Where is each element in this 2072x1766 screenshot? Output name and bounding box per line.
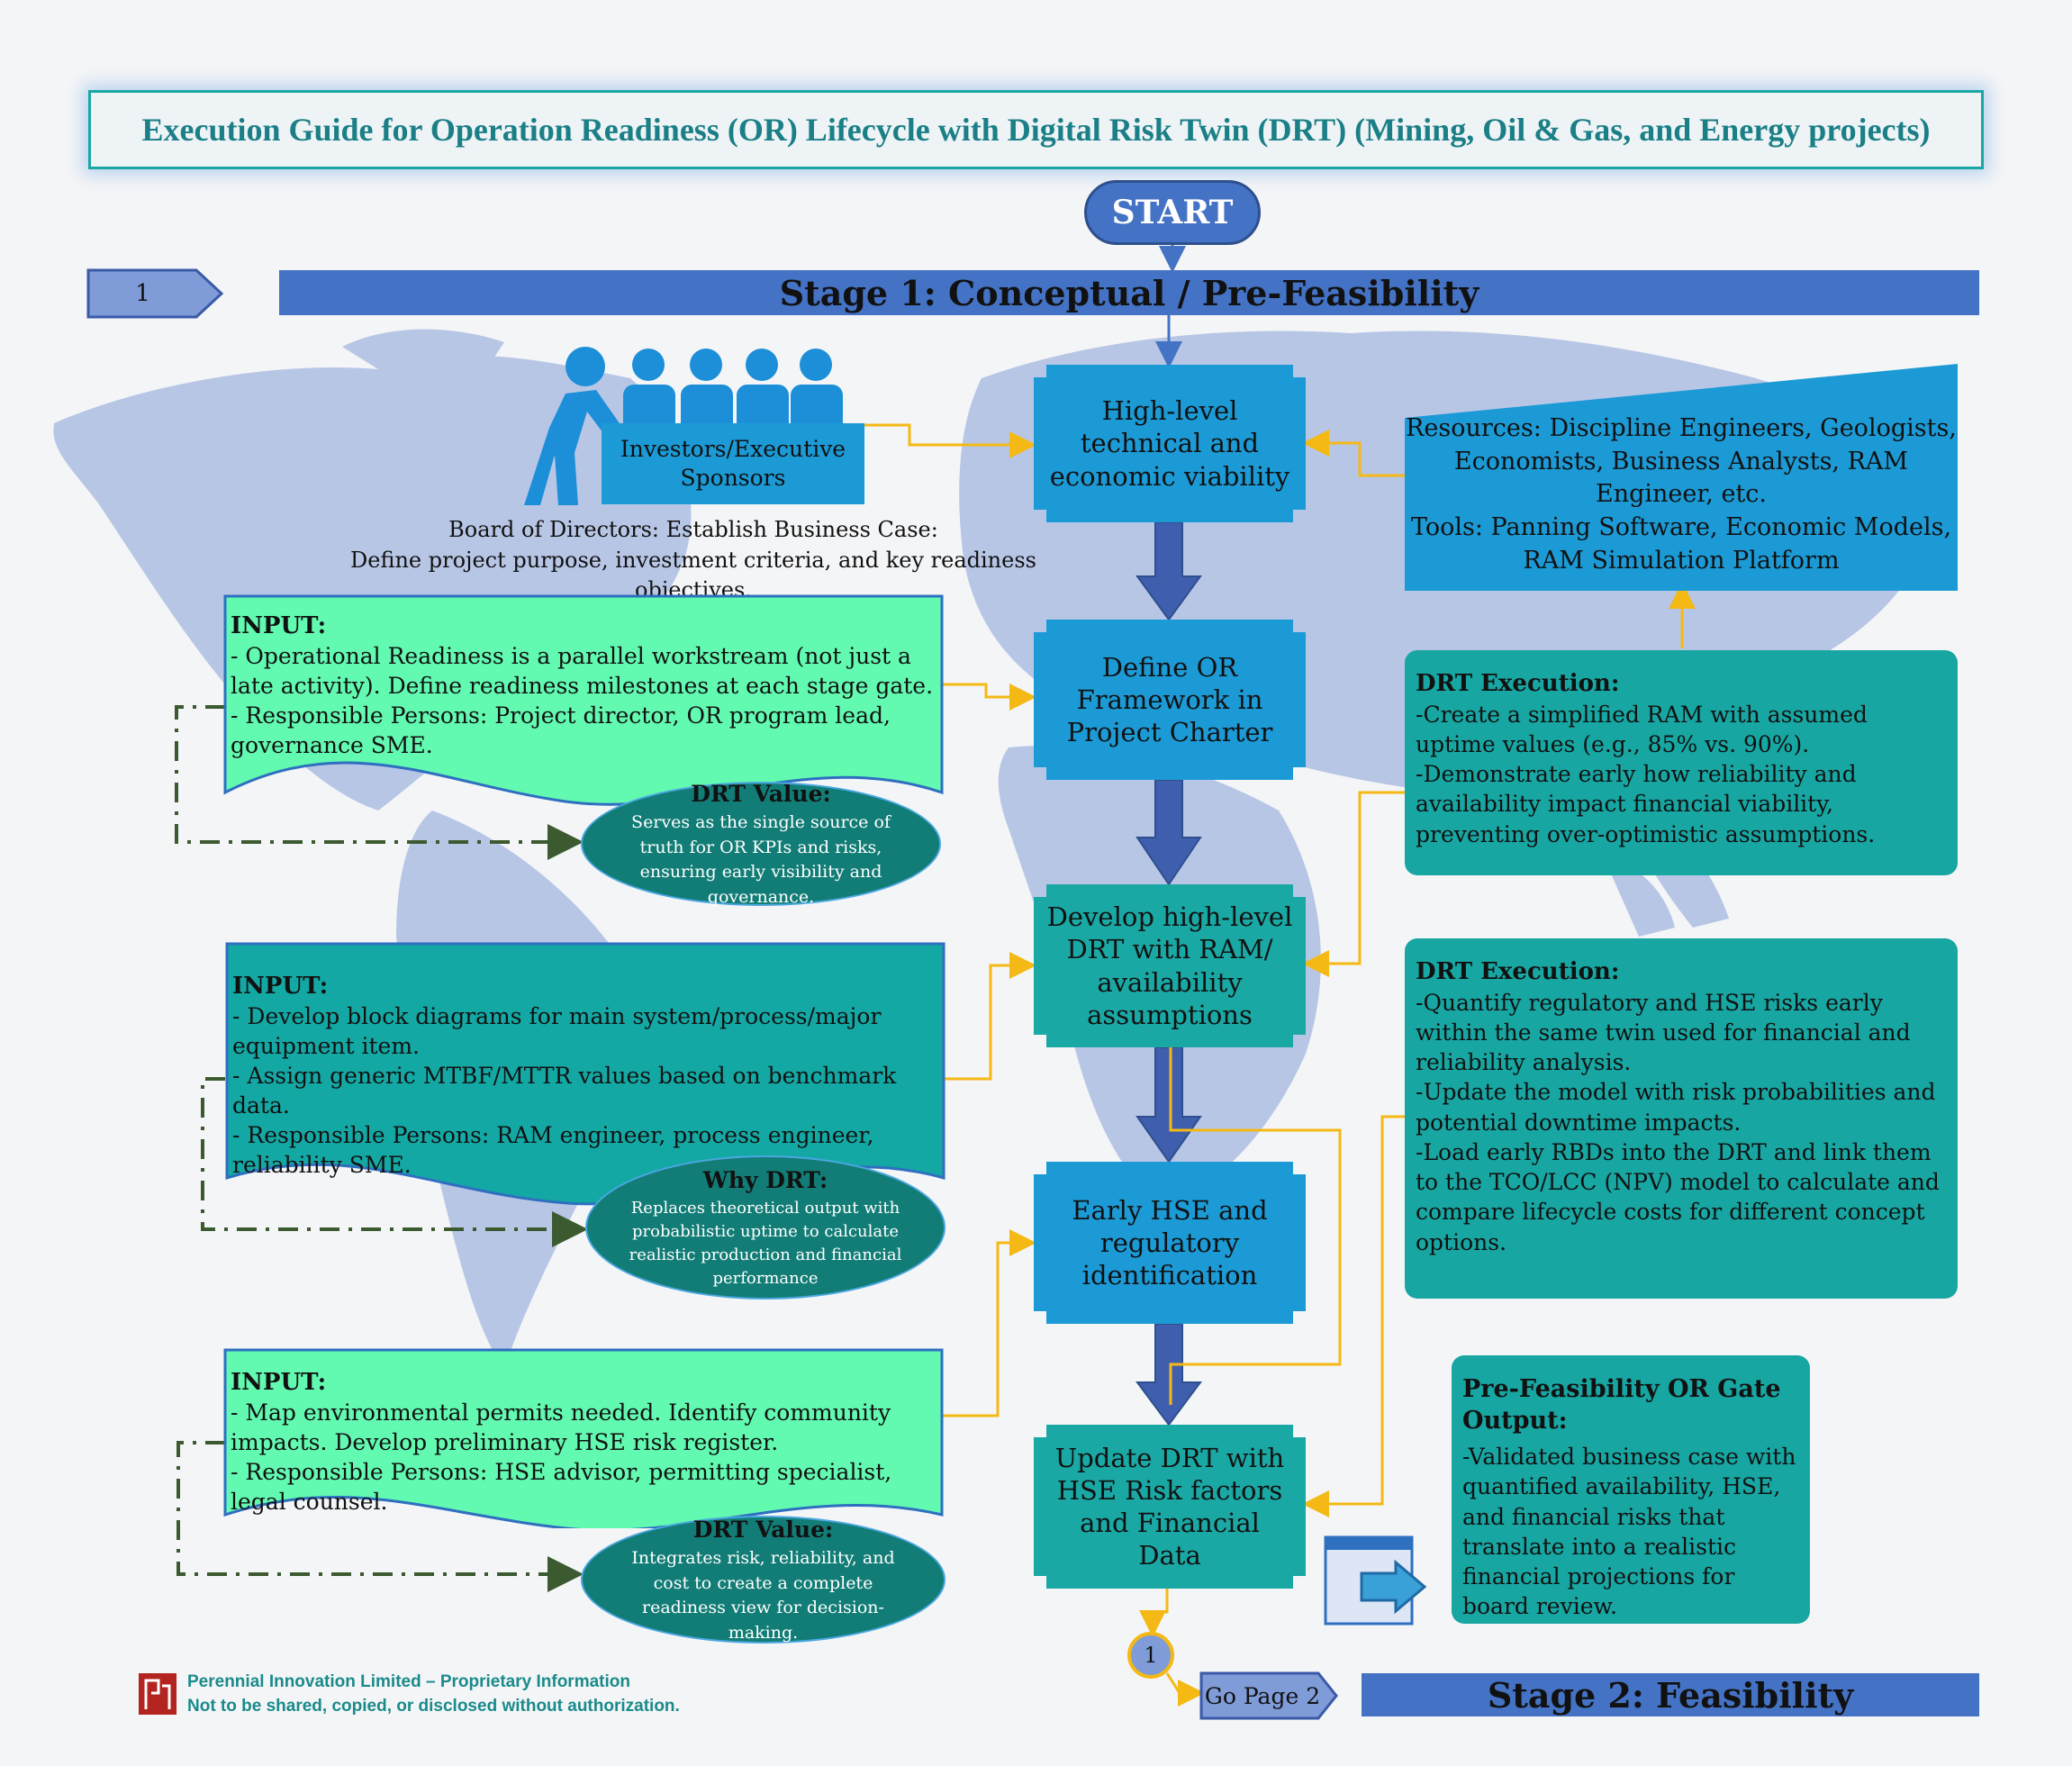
off-page-connector <box>1127 1632 1174 1679</box>
drt-execution-1: DRT Execution: -Create a simplified RAM … <box>1405 650 1958 875</box>
gate-output-box: Pre-Feasibility OR Gate Output: -Validat… <box>1452 1355 1810 1624</box>
resources-line-5: RAM Simulation Platform <box>1523 546 1840 575</box>
drt-execution-2: DRT Execution: -Quantify regulatory and … <box>1405 938 1958 1299</box>
input-3-heading: INPUT: <box>231 1369 327 1396</box>
drt-value-3-heading: DRT Value: <box>692 1516 834 1543</box>
step-develop-drt: Develop high-level DRT with RAM/ availab… <box>1034 884 1306 1047</box>
next-page-window-icon <box>1324 1535 1427 1626</box>
page-title: Execution Guide for Operation Readiness … <box>88 90 1984 169</box>
stage-1-bar: Stage 1: Conceptual / Pre-Feasibility <box>279 270 1979 315</box>
input-2-line-2: - Assign generic MTBF/MTTR values based … <box>232 1063 897 1119</box>
resources-line-3: Engineer, etc. <box>1595 480 1767 509</box>
drt-execution-1-line-2: -Demonstrate early how reliability and a… <box>1416 761 1876 847</box>
stage-1-number: 1 <box>135 280 150 307</box>
input-2-text: INPUT: - Develop block diagrams for main… <box>225 955 946 1180</box>
stage-1-marker <box>86 268 224 319</box>
drt-execution-1-heading: DRT Execution: <box>1416 670 1620 697</box>
footer-line-1: Perennial Innovation Limited – Proprieta… <box>187 1672 630 1691</box>
step-technical-viability: High-level technical and economic viabil… <box>1034 365 1306 522</box>
resources-line-4: Tools: Panning Software, Economic Models… <box>1410 513 1952 542</box>
go-page-2-link[interactable]: Go Page 2 <box>1204 1682 1321 1709</box>
drt-execution-1-line-1: -Create a simplified RAM with assumed up… <box>1416 701 1868 757</box>
drt-execution-2-line-1: -Quantify regulatory and HSE risks early… <box>1416 989 1911 1076</box>
why-drt-text: Replaces theoretical output with probabi… <box>629 1198 902 1289</box>
input-3-text: INPUT: - Map environmental permits neede… <box>223 1351 944 1517</box>
input-2-line-3: - Responsible Persons: RAM engineer, pro… <box>232 1122 874 1179</box>
footer-line-2: Not to be shared, copied, or disclosed w… <box>187 1697 680 1716</box>
drt-execution-2-line-3: -Load early RBDs into the DRT and link t… <box>1416 1138 1940 1255</box>
input-1-line-1: - Operational Readiness is a parallel wo… <box>231 643 934 700</box>
input-3-line-2: - Responsible Persons: HSE advisor, perm… <box>231 1459 892 1516</box>
board-text: Board of Directors: Establish Business C… <box>297 515 1090 606</box>
stage-2-bar: Stage 2: Feasibility <box>1362 1673 1979 1716</box>
gate-output-heading: Pre-Feasibility OR Gate Output: <box>1462 1375 1781 1435</box>
go-page-2-shape <box>1199 1671 1338 1720</box>
input-2-line-1: - Develop block diagrams for main system… <box>232 1003 882 1060</box>
input-1-shape <box>223 594 944 806</box>
why-drt-oval: Why DRT: Replaces theoretical output wit… <box>585 1155 946 1300</box>
input-3-shape <box>223 1348 944 1528</box>
board-text-line-1: Board of Directors: Establish Business C… <box>448 517 938 542</box>
input-2-heading: INPUT: <box>232 973 329 1000</box>
step-update-drt: Update DRT with HSE Risk factors and Fin… <box>1034 1425 1306 1589</box>
off-page-connector-label: 1 <box>1144 1643 1158 1668</box>
gate-output-text: -Validated business case with quantified… <box>1462 1444 1796 1620</box>
board-text-line-2: Define project purpose, investment crite… <box>350 547 1036 603</box>
step-hse-identification: Early HSE and regulatory identification <box>1034 1162 1306 1324</box>
resources-line-2: Economists, Business Analysts, RAM <box>1453 447 1909 475</box>
input-3-line-1: - Map environmental permits needed. Iden… <box>231 1399 891 1456</box>
drt-value-1-heading: DRT Value: <box>691 780 831 807</box>
resources-line-1: Resources: Discipline Engineers, Geologi… <box>1406 414 1957 442</box>
input-1-text: INPUT: - Operational Readiness is a para… <box>223 594 944 760</box>
resources-shape <box>1405 364 1958 591</box>
drt-value-1-text: Serves as the single source of truth for… <box>631 812 891 907</box>
drt-execution-2-heading: DRT Execution: <box>1416 958 1620 985</box>
input-1-line-2: - Responsible Persons: Project director,… <box>231 702 891 759</box>
drt-value-oval-3: DRT Value: Integrates risk, reliability,… <box>581 1516 946 1644</box>
step-define-or-framework: Define OR Framework in Project Charter <box>1034 620 1306 780</box>
investors-label: Investors/Executive Sponsors <box>602 423 864 504</box>
why-drt-heading: Why DRT: <box>702 1166 828 1193</box>
drt-value-oval-1: DRT Value: Serves as the single source o… <box>581 781 941 907</box>
company-logo-icon <box>139 1673 176 1715</box>
resources-text: Resources: Discipline Engineers, Geologi… <box>1405 412 1958 578</box>
drt-execution-2-line-2: -Update the model with risk probabilitie… <box>1416 1079 1936 1136</box>
start-terminator: START <box>1084 180 1261 245</box>
drt-value-3-text: Integrates risk, reliability, and cost t… <box>631 1548 895 1643</box>
input-1-heading: INPUT: <box>231 612 327 639</box>
